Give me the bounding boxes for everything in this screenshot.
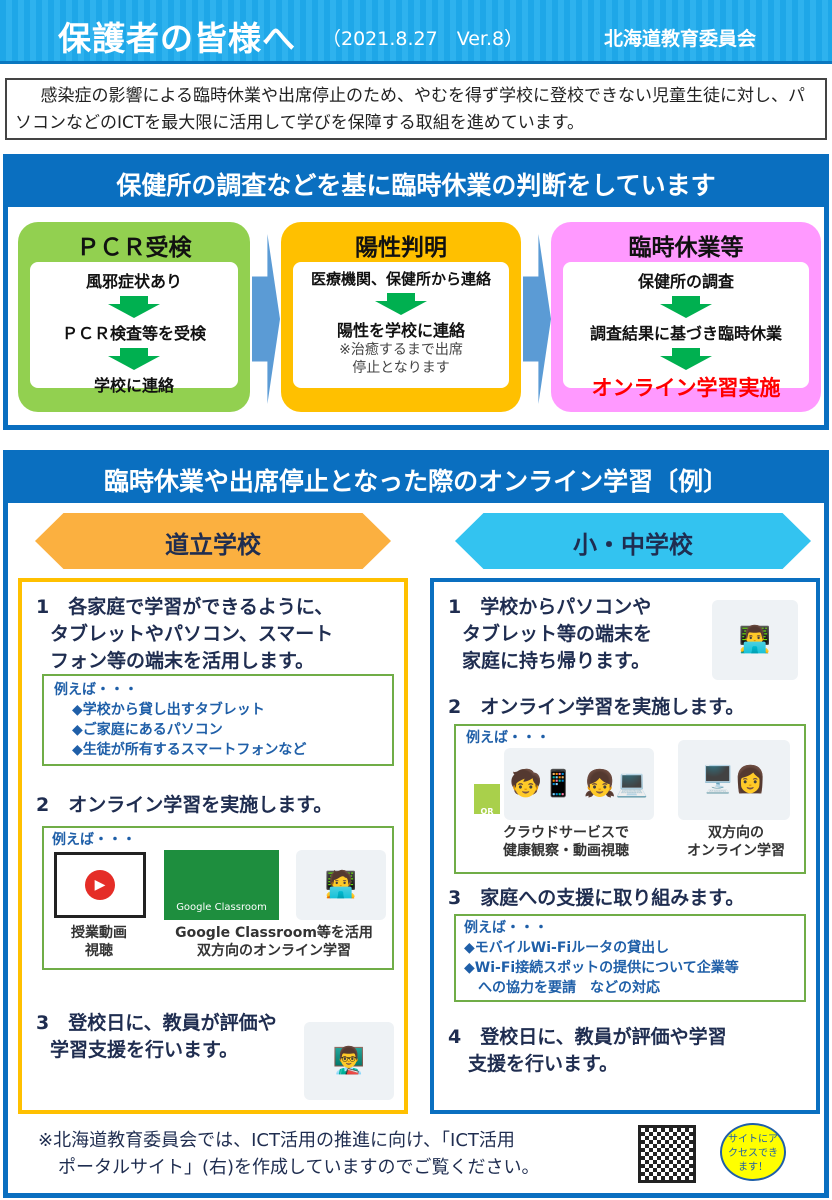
down-arrow-icon bbox=[108, 348, 160, 370]
bubble-text: クセスでき bbox=[728, 1148, 778, 1159]
laptop-user-illustration: 👨‍💻 bbox=[712, 600, 798, 680]
caption: 授業動画 bbox=[71, 925, 127, 941]
right-arrow-icon bbox=[252, 234, 280, 404]
classroom-label: Google Classroom bbox=[176, 902, 267, 913]
play-icon: ▶ bbox=[85, 870, 115, 900]
example-box: 例えば・・・ ▶ Google Classroom 🧑‍💻 授業動画 視聴 Go… bbox=[42, 826, 394, 970]
flow-box-positive: 陽性判明 医療機関、保健所から連絡 陽性を学校に連絡 ※治癒するまで出席 停止と… bbox=[281, 222, 521, 412]
header: 保護者の皆様へ （2021.8.27 Ver.8） 北海道教育委員会 bbox=[0, 0, 832, 64]
step: 学校に連絡 bbox=[93, 376, 174, 395]
bubble-text: ます！ bbox=[738, 1162, 768, 1173]
example-item: ◆ご家庭にあるパソコン bbox=[72, 722, 223, 738]
example-box: 例えば・・・ QR 🧒📱 👧💻 🖥️👩 クラウドサービスで 健康観察・動画視聴 … bbox=[454, 724, 806, 874]
caption: 双方向の bbox=[708, 825, 764, 841]
step: 保健所の調査 bbox=[637, 272, 734, 291]
video-conference-illustration: 🖥️👩 bbox=[678, 740, 790, 820]
flow-box-pcr: ＰＣＲ受検 風邪症状あり ＰＣＲ検査等を受検 学校に連絡 bbox=[18, 222, 250, 412]
student-laptop-illustration: 🧑‍💻 bbox=[296, 850, 386, 920]
footer-note: ※北海道教育委員会では、ICT活用の推進に向け、「ICT活用 ポータルサイト」(… bbox=[38, 1127, 540, 1181]
example-item: ◆学校から貸し出すタブレット bbox=[72, 702, 265, 718]
item-text: タブレットやパソコン、スマート bbox=[50, 623, 334, 645]
item-text: 1 各家庭で学習ができるように、 bbox=[36, 596, 334, 618]
step: 陽性を学校に連絡 bbox=[336, 321, 465, 340]
caption: 双方向のオンライン学習 bbox=[197, 943, 351, 959]
page-title: 保護者の皆様へ bbox=[58, 19, 296, 58]
video-thumbnail: ▶ bbox=[54, 852, 146, 918]
caption: 視聴 bbox=[85, 943, 113, 959]
example-box: 例えば・・・ ◆学校から貸し出すタブレット ◆ご家庭にあるパソコン ◆生徒が所有… bbox=[42, 674, 394, 766]
bubble-text: サイトにア bbox=[728, 1134, 778, 1145]
caption: Google Classroom等を活用 bbox=[175, 925, 373, 941]
item-text: 3 家庭への支援に取り組みます。 bbox=[448, 887, 745, 909]
item-text: 2 オンライン学習を実施します。 bbox=[36, 794, 333, 816]
item-text: 家庭に持ち帰ります。 bbox=[462, 650, 651, 672]
example-box: 例えば・・・ ◆モバイルWi-Fiルータの貸出し ◆Wi-Fi接続スポットの提供… bbox=[454, 914, 806, 1002]
item-text: フォン等の端末を活用します。 bbox=[50, 650, 315, 672]
access-bubble: サイトにア クセスでき ます！ bbox=[720, 1123, 786, 1181]
item-text: タブレット等の端末を bbox=[462, 623, 653, 645]
example-label: 例えば・・・ bbox=[52, 832, 136, 848]
step: ＰＣＲ検査等を受検 bbox=[61, 324, 206, 343]
right-arrow-icon bbox=[523, 234, 551, 404]
example-item: ◆Wi-Fi接続スポットの提供について企業等 bbox=[464, 960, 739, 976]
down-arrow-icon bbox=[108, 296, 160, 318]
footer-line: ポータルサイト」(右)を作成していますのでご覧ください。 bbox=[58, 1157, 540, 1178]
item-text: 4 登校日に、教員が評価や学習 bbox=[448, 1026, 727, 1048]
step-online-learning: オンライン学習実施 bbox=[591, 376, 781, 400]
footer-line: ※北海道教育委員会では、ICT活用の推進に向け、「ICT活用 bbox=[38, 1130, 515, 1151]
box-title: 臨時休業等 bbox=[628, 235, 744, 261]
item-text: 学習支援を行います。 bbox=[50, 1039, 239, 1061]
section-title: 保健所の調査などを基に臨時休業の判断をしています bbox=[8, 159, 824, 207]
down-arrow-icon bbox=[375, 293, 427, 315]
example-label: 例えば・・・ bbox=[466, 730, 550, 746]
example-label: 例えば・・・ bbox=[54, 682, 138, 698]
teacher-student-illustration: 👨‍🏫 bbox=[304, 1022, 394, 1100]
box-title: ＰＣＲ受検 bbox=[76, 235, 192, 261]
date-version: （2021.8.27 Ver.8） bbox=[322, 28, 524, 50]
item-text: 1 学校からパソコンや bbox=[448, 596, 652, 618]
banner-elementary: 小・中学校 bbox=[455, 513, 811, 569]
item-text: 2 オンライン学習を実施します。 bbox=[448, 696, 745, 718]
down-arrow-icon bbox=[660, 348, 712, 370]
banner-prefectural: 道立学校 bbox=[35, 513, 391, 569]
step: 風邪症状あり bbox=[85, 272, 182, 291]
step: 医療機関、保健所から連絡 bbox=[310, 270, 491, 288]
example-label: 例えば・・・ bbox=[464, 920, 548, 936]
step: 調査結果に基づき臨時休業 bbox=[589, 324, 782, 343]
section-online-learning: 臨時休業や出席停止となった際のオンライン学習〔例〕 道立学校 小・中学校 1 各… bbox=[3, 450, 829, 1198]
cloud-learning-illustration: 🧒📱 👧💻 bbox=[504, 748, 654, 820]
section-judgment: 保健所の調査などを基に臨時休業の判断をしています ＰＣＲ受検 風邪症状あり ＰＣ… bbox=[3, 154, 829, 430]
box-title: 陽性判明 bbox=[355, 235, 447, 261]
google-classroom-logo: Google Classroom bbox=[164, 850, 279, 920]
example-item: ◆モバイルWi-Fiルータの貸出し bbox=[464, 940, 670, 956]
section-title: 臨時休業や出席停止となった際のオンライン学習〔例〕 bbox=[8, 455, 824, 503]
panel-elementary: 1 学校からパソコンや タブレット等の端末を 家庭に持ち帰ります。 👨‍💻 2 … bbox=[430, 578, 820, 1114]
note: 停止となります bbox=[352, 360, 450, 376]
down-arrow-icon bbox=[660, 296, 712, 318]
example-item: ◆生徒が所有するスマートフォンなど bbox=[72, 742, 307, 758]
caption: クラウドサービスで bbox=[503, 825, 629, 841]
organization: 北海道教育委員会 bbox=[604, 28, 757, 50]
panel-prefectural: 1 各家庭で学習ができるように、 タブレットやパソコン、スマート フォン等の端末… bbox=[18, 578, 408, 1114]
caption: オンライン学習 bbox=[687, 843, 785, 859]
caption: 健康観察・動画視聴 bbox=[503, 843, 629, 859]
portal-qr-code[interactable] bbox=[638, 1125, 696, 1183]
item-text: 3 登校日に、教員が評価や bbox=[36, 1012, 277, 1034]
intro-text: 感染症の影響による臨時休業や出席停止のため、やむを得ず学校に登校できない児童生徒… bbox=[5, 78, 827, 140]
item-text: 支援を行います。 bbox=[468, 1053, 619, 1075]
qr-card-icon: QR bbox=[474, 784, 500, 816]
note: ※治癒するまで出席 bbox=[339, 342, 463, 358]
flow-box-closure: 臨時休業等 保健所の調査 調査結果に基づき臨時休業 オンライン学習実施 bbox=[551, 222, 821, 412]
example-item: への協力を要請 などの対応 bbox=[464, 980, 660, 996]
